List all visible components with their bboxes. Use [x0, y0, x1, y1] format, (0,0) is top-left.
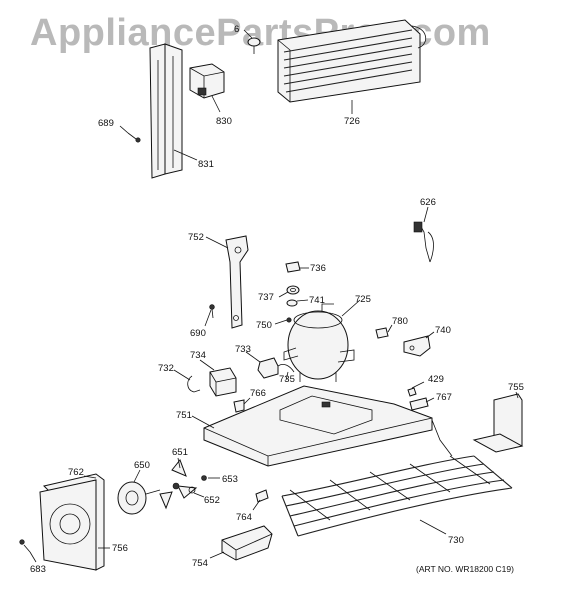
label-737: 737: [258, 292, 274, 303]
part-651-fan-blade: [159, 459, 198, 510]
label-780: 780: [392, 316, 408, 327]
label-764: 764: [236, 512, 252, 523]
label-726: 726: [344, 116, 360, 127]
label-755: 755: [508, 382, 524, 393]
label-683: 683: [30, 564, 46, 575]
label-741: 741: [309, 295, 325, 306]
part-754-tray: [221, 525, 273, 561]
part-690-screw: [209, 304, 215, 319]
label-762: 762: [68, 467, 84, 478]
part-764-clip: [255, 489, 269, 503]
label-6: 6: [234, 24, 239, 35]
label-756: 756: [112, 543, 128, 554]
label-429: 429: [428, 374, 444, 385]
part-756-shroud: [39, 479, 97, 571]
part-830-relay: [189, 63, 225, 99]
part-752-bracket: [225, 235, 249, 329]
label-830: 830: [216, 116, 232, 127]
leader-lines: [29, 29, 519, 563]
part-730-coil: [281, 419, 513, 537]
part-780-clip: [375, 327, 389, 339]
label-750: 750: [256, 320, 272, 331]
part-736-clip: [285, 261, 301, 273]
label-752: 752: [188, 232, 204, 243]
part-755-bracket: [472, 393, 524, 453]
label-653: 653: [222, 474, 238, 485]
part-650-fan-motor: [117, 481, 161, 515]
label-831: 831: [198, 159, 214, 170]
label-740: 740: [435, 325, 451, 336]
part-725-compressor: [283, 303, 355, 382]
label-736: 736: [310, 263, 326, 274]
part-735-harness: [277, 364, 295, 373]
part-726-condenser: [277, 19, 426, 103]
label-651: 651: [172, 447, 188, 458]
part-734-relay: [209, 367, 237, 397]
part-750-screw: [286, 317, 292, 323]
part-831-channel: [149, 43, 183, 179]
part-653-nut: [201, 475, 207, 481]
part-small-fitting: [247, 37, 261, 54]
part-741-sleeve: [286, 299, 298, 307]
part-732-clip: [187, 375, 201, 393]
part-751-base-pan: [203, 385, 433, 467]
part-683-screw: [19, 539, 31, 553]
part-767-bracket: [409, 397, 429, 411]
art-number: (ART NO. WR18200 C19): [416, 564, 514, 574]
label-690: 690: [190, 328, 206, 339]
label-754: 754: [192, 558, 208, 569]
callout-labels: 831 689 830 6 726 626 752 690 736 737 74…: [30, 24, 524, 575]
label-751: 751: [176, 410, 192, 421]
label-766: 766: [250, 388, 266, 399]
part-689-screw: [127, 132, 141, 143]
part-737-grommet: [286, 285, 300, 295]
label-626: 626: [420, 197, 436, 208]
label-767: 767: [436, 392, 452, 403]
label-725: 725: [355, 294, 371, 305]
label-730: 730: [448, 535, 464, 546]
label-689: 689: [98, 118, 114, 129]
part-740-bracket: [403, 335, 431, 357]
label-732: 732: [158, 363, 174, 374]
part-429-clip: [407, 387, 417, 397]
label-735: 735: [279, 374, 295, 385]
part-766-clip: [233, 399, 245, 413]
part-733-overload: [257, 357, 279, 379]
label-734: 734: [190, 350, 206, 361]
part-626-harness: [413, 221, 434, 263]
part-652-washer: [188, 486, 196, 494]
label-652: 652: [204, 495, 220, 506]
label-650: 650: [134, 460, 150, 471]
label-733: 733: [235, 344, 251, 355]
